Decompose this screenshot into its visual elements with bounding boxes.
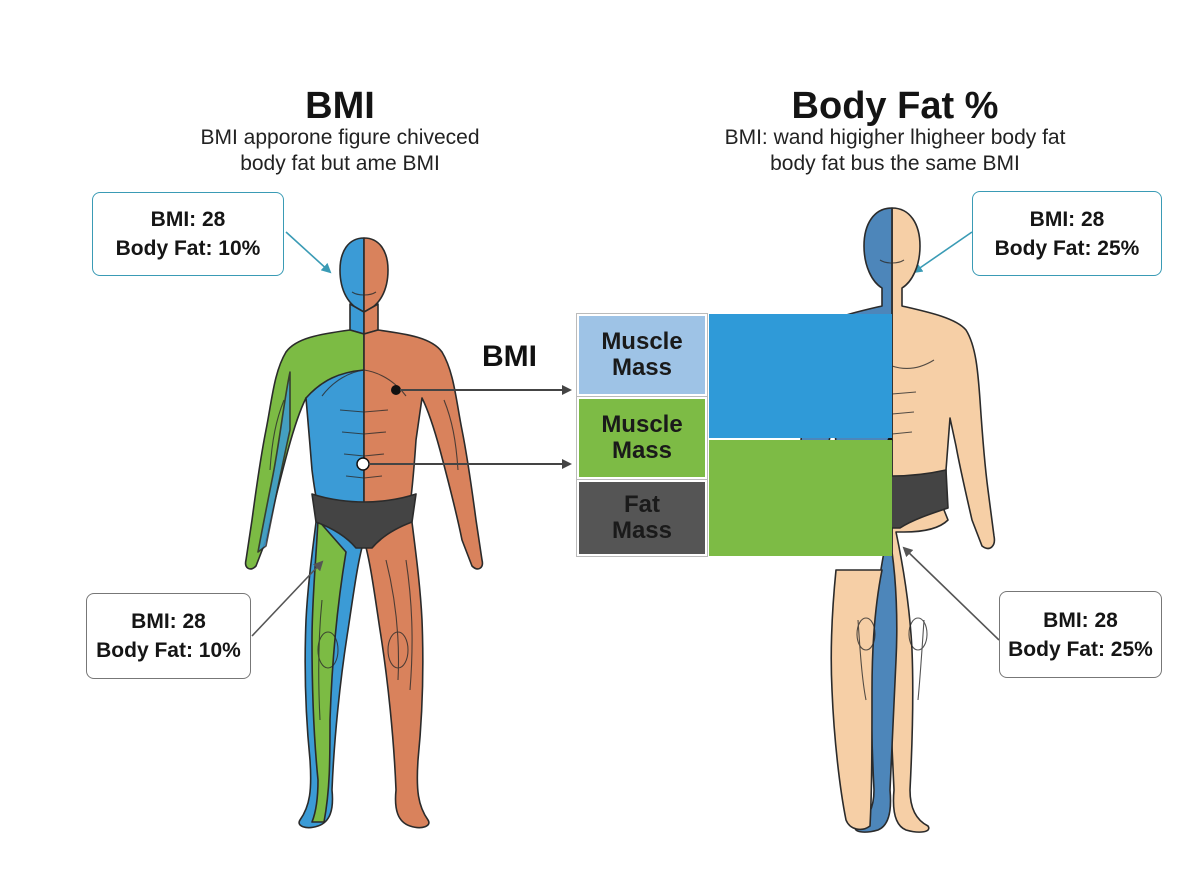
center-bmi-label: BMI [482,340,537,374]
center-green-block [709,440,892,556]
callout-right-top-bmi: BMI: 28 [973,205,1161,234]
callout-right-bottom: BMI: 28 Body Fat: 25% [999,591,1162,678]
segment-upper-line-1: Muscle [601,329,682,355]
callout-tl-arrow [286,232,330,272]
segment-muscle-mass-upper: Muscle Mass [577,314,707,396]
callout-right-bottom-body-fat: Body Fat: 25% [1000,635,1161,664]
callout-left-top-bmi: BMI: 28 [93,205,283,234]
segment-upper-line-2: Mass [612,355,672,381]
callout-tr-arrow [914,232,972,272]
callout-left-bottom-bmi: BMI: 28 [87,607,250,636]
left-figure-abdomen-dot [357,458,369,470]
callout-br-arrow [904,548,999,640]
segment-fat-line-2: Mass [612,518,672,544]
callout-right-bottom-bmi: BMI: 28 [1000,606,1161,635]
segment-fat-line-1: Fat [624,492,660,518]
callout-left-bottom-body-fat: Body Fat: 10% [87,636,250,665]
segment-middle-line-1: Muscle [601,412,682,438]
center-blue-block [709,314,892,438]
segment-fat-mass: Fat Mass [577,480,707,556]
callout-left-top: BMI: 28 Body Fat: 10% [92,192,284,276]
segment-middle-line-2: Mass [612,438,672,464]
left-figure-chest-dot [391,385,401,395]
callout-left-top-body-fat: Body Fat: 10% [93,234,283,263]
left-figure [246,238,483,828]
segment-muscle-mass-middle: Muscle Mass [577,397,707,479]
callout-left-bottom: BMI: 28 Body Fat: 10% [86,593,251,679]
callout-right-top: BMI: 28 Body Fat: 25% [972,191,1162,276]
callout-right-top-body-fat: Body Fat: 25% [973,234,1161,263]
